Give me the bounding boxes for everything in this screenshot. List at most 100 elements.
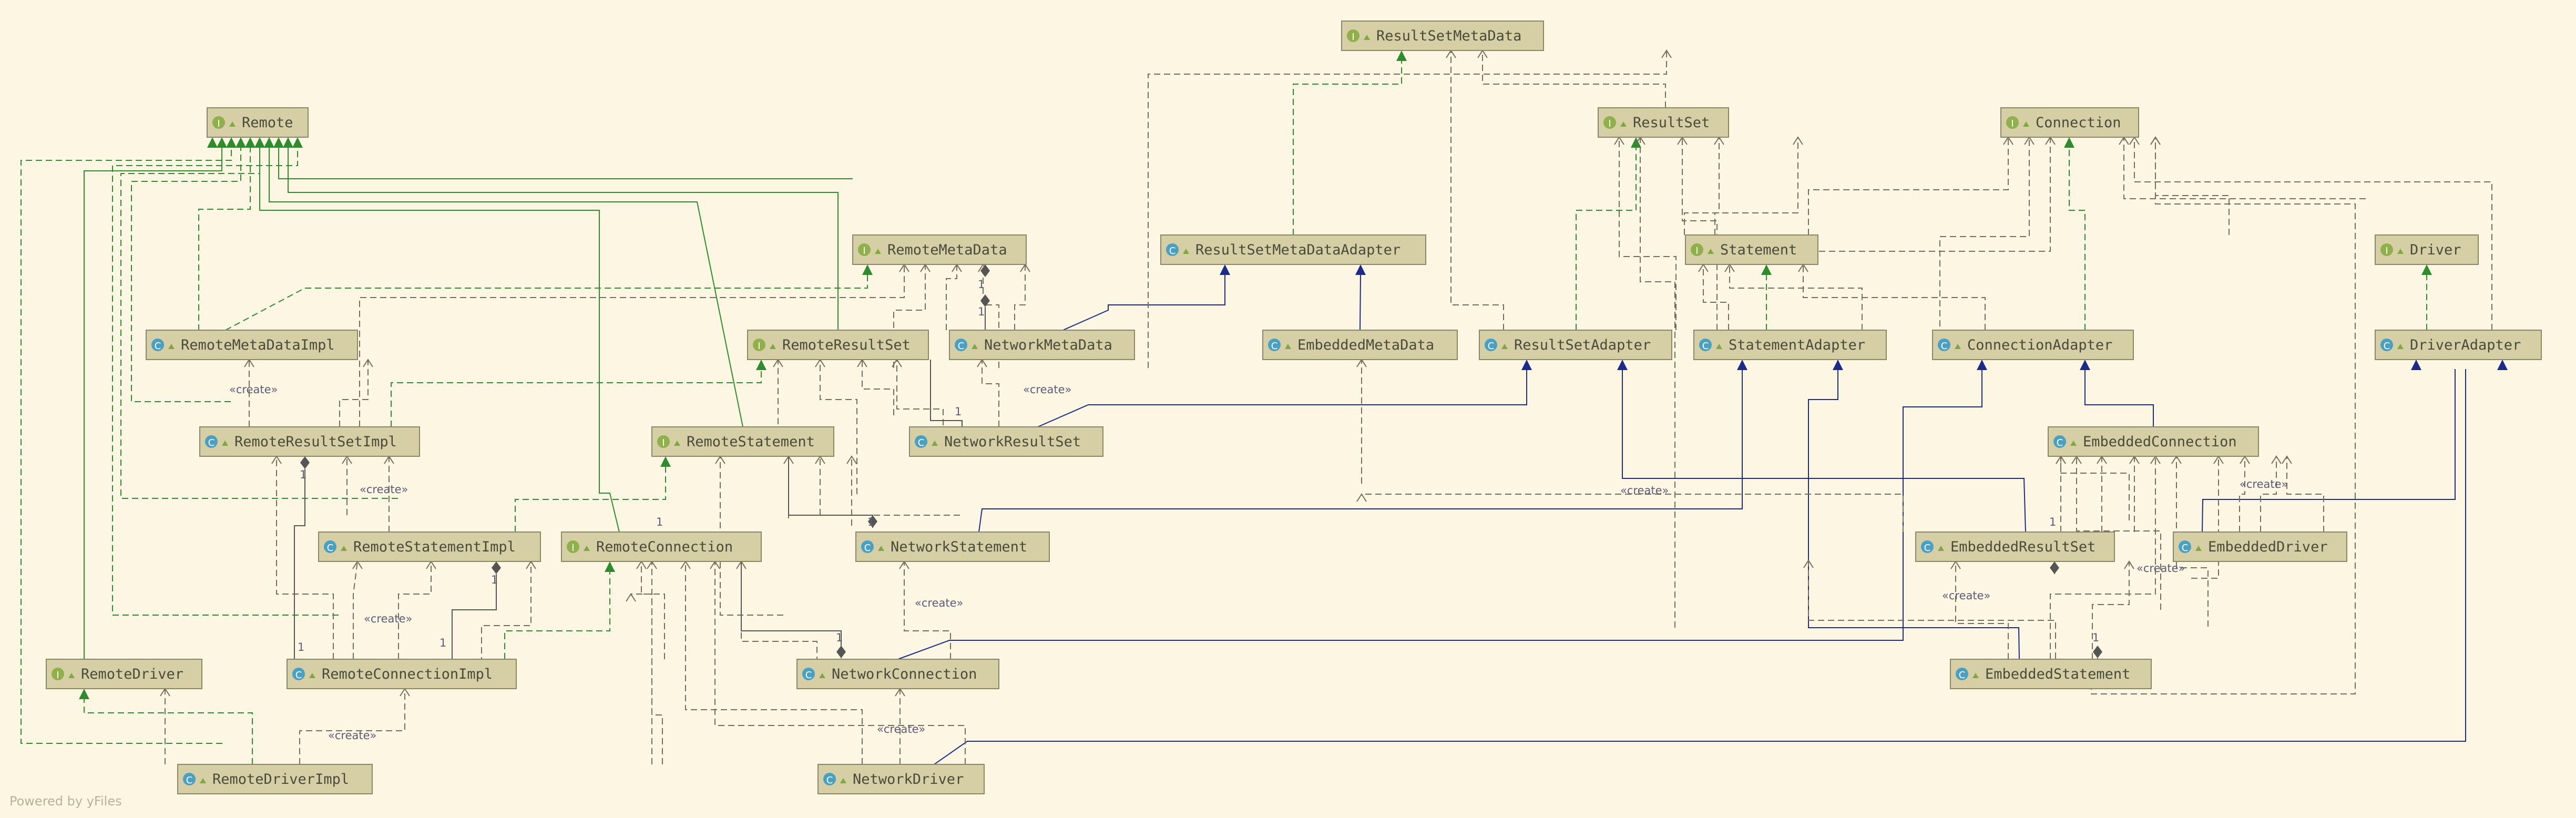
- kind-badge-letter: C: [958, 341, 965, 352]
- kind-badge-letter: C: [1271, 341, 1278, 352]
- dependency-arrow-53: [2271, 455, 2282, 464]
- node-box: [817, 764, 985, 794]
- class-icon: [183, 773, 196, 785]
- class-name: RemoteStatement: [687, 434, 815, 450]
- dependency-arrow-62: [626, 593, 636, 602]
- realize-arrow-remote-1: [217, 137, 227, 148]
- dependency-edge-15: [1682, 137, 1718, 330]
- class-name: EmbeddedConnection: [2083, 434, 2237, 450]
- class-name: EmbeddedDriver: [2208, 539, 2328, 555]
- node-box: [2000, 107, 2139, 138]
- public-visibility-icon: [2397, 344, 2404, 349]
- realize-arrow-remote-6: [264, 137, 274, 148]
- multiplicity-label-1: 1: [978, 305, 985, 318]
- dependency-edge-29: [720, 456, 783, 616]
- node-box: [1598, 107, 1729, 138]
- kind-badge-letter: I: [2011, 118, 2013, 129]
- class-icon: [861, 540, 874, 553]
- create-label-8: «create»: [1942, 589, 1990, 602]
- multiplicity-label-8: 1: [2092, 631, 2099, 644]
- extend-networkconnection-connectionadapter: [897, 369, 1982, 660]
- realize-arrow-remotestatement: [660, 456, 671, 467]
- dependency-edge-65: [2286, 456, 2324, 532]
- class-name: RemoteMetaData: [887, 242, 1007, 258]
- node-box: [1932, 330, 2134, 360]
- class-node-embedded-meta-data[interactable]: C EmbeddedMetaData: [1262, 330, 1458, 360]
- kind-badge-letter: C: [1959, 670, 1966, 681]
- class-icon: [205, 435, 218, 448]
- node-box: [1160, 234, 1426, 265]
- public-visibility-icon: [584, 546, 590, 551]
- dependency-edge-48: [1955, 561, 2009, 659]
- dependency-edge-41: [299, 689, 405, 764]
- class-name: NetworkMetaData: [984, 337, 1112, 353]
- extend-arrow-driveradapter-2: [2497, 360, 2508, 370]
- realize-remotedriverimpl-remotedriver: [84, 698, 253, 764]
- dependency-edge-56: [2060, 456, 2130, 520]
- realize-arrow-remoteresultset: [756, 360, 766, 370]
- dependency-edge-21: [982, 360, 999, 427]
- class-icon: [2053, 435, 2066, 448]
- multiplicity-label-10: 1: [656, 516, 663, 528]
- dependency-edge-23: [904, 561, 951, 659]
- class-node-network-meta-data[interactable]: C NetworkMetaData: [949, 330, 1135, 360]
- realize-remotestatementimpl-remotestatement: [515, 466, 666, 532]
- class-icon: [1921, 540, 1934, 553]
- node-box: [1685, 234, 1818, 265]
- kind-badge-letter: I: [1352, 32, 1354, 43]
- class-name: RemoteDriverImpl: [212, 771, 349, 788]
- class-name: EmbeddedMetaData: [1297, 337, 1434, 353]
- realize-arrow-remote-5: [254, 137, 265, 148]
- kind-badge-letter: I: [1695, 246, 1698, 257]
- create-label-3: «create»: [328, 729, 376, 742]
- class-name: ConnectionAdapter: [1967, 337, 2112, 353]
- realize-remotemetadata-remote: [278, 148, 853, 179]
- class-icon: [292, 668, 305, 680]
- public-visibility-icon: [1972, 673, 1979, 678]
- dependency-edge-27: [641, 561, 665, 659]
- dependency-edge-0: [1148, 50, 1667, 368]
- node-box: [1950, 659, 2152, 689]
- dependency-edge-55: [2076, 456, 2161, 610]
- node-box: [318, 531, 541, 562]
- dependency-arrow-0: [1661, 49, 1672, 58]
- public-visibility-icon: [875, 249, 881, 254]
- interface-icon: [567, 540, 579, 553]
- kind-badge-letter: C: [155, 341, 161, 352]
- public-visibility-icon: [1183, 249, 1189, 254]
- class-icon: [915, 435, 927, 448]
- realize-arrow-driver: [2421, 264, 2432, 275]
- dependency-edge-39: [481, 561, 531, 683]
- class-name: EmbeddedResultSet: [1950, 539, 2095, 555]
